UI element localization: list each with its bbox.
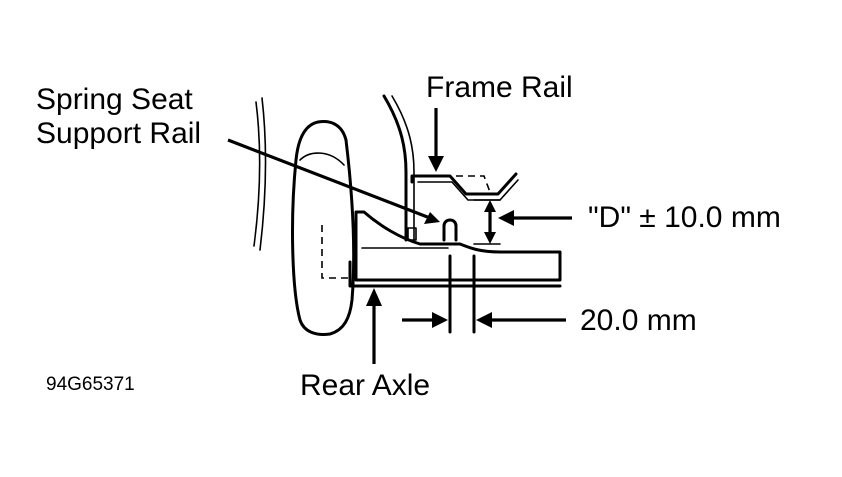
spring-seat-support-rail-shape xyxy=(442,218,458,242)
hidden-lines xyxy=(321,225,352,279)
tire-outline xyxy=(291,120,356,336)
frame-rail-shape xyxy=(410,172,518,196)
label-frame-rail: Frame Rail xyxy=(426,71,573,104)
label-rear-axle: Rear Axle xyxy=(300,369,431,402)
wheel-inner xyxy=(299,152,345,166)
label-d-dimension: "D" ± 10.0 mm xyxy=(588,201,781,234)
label-spring-seat-line2: Support Rail xyxy=(36,117,202,150)
label-spring-seat-line1: Spring Seat xyxy=(36,83,193,116)
label-figure-id: 94G65371 xyxy=(46,374,135,395)
fender-curve xyxy=(382,94,408,242)
label-horizontal-dimension: 20.0 mm xyxy=(580,304,697,337)
axle-housing xyxy=(354,210,562,282)
spring-seat-leader-line xyxy=(227,138,431,220)
